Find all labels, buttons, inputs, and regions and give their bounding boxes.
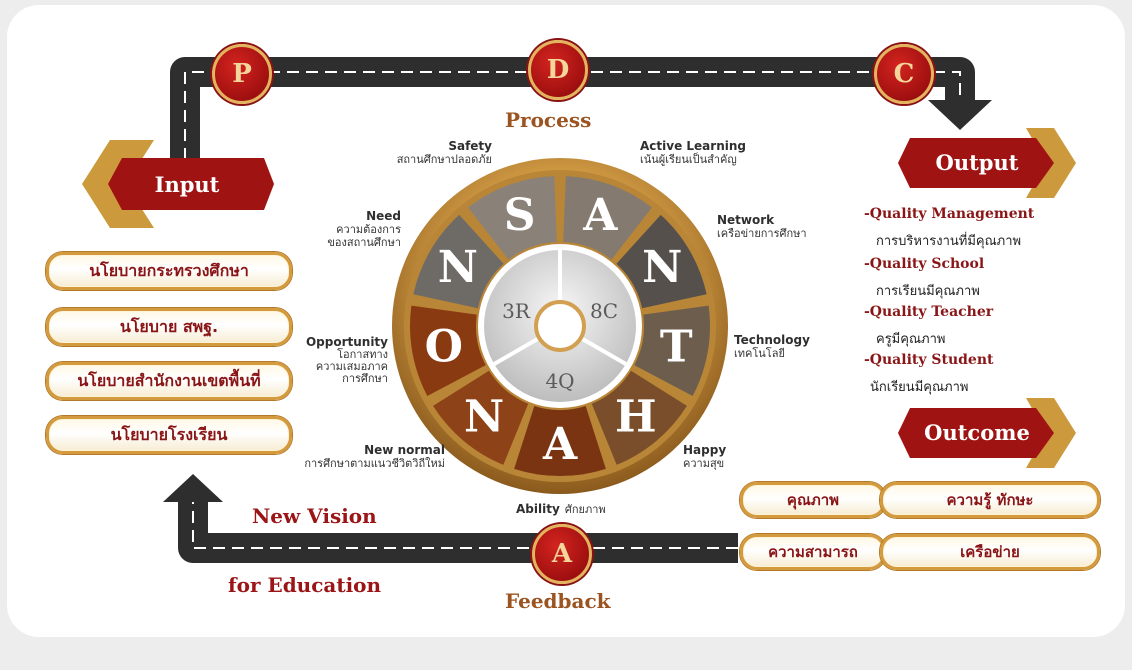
output-head: -Quality School (864, 256, 985, 272)
outcome-tag: Outcome (924, 419, 1030, 445)
active-learning-label: Active Learning (640, 139, 746, 153)
input-policy-pill: นโยบายโรงเรียน (46, 416, 292, 454)
opportunity-thai-3: การศึกษา (342, 372, 388, 385)
output-tag: Output (935, 149, 1019, 175)
inner-label: 3R (502, 299, 531, 323)
output-head: -Quality Management (864, 206, 1035, 222)
wheel-letter: O (425, 321, 463, 372)
outcome-pill: เครือข่าย (880, 534, 1100, 570)
badge-d: D (528, 40, 588, 100)
output-sub: การบริหารงานที่มีคุณภาพ (876, 234, 1022, 249)
input-policy-pill: นโยบายสำนักงานเขตพื้นที่ (46, 362, 292, 400)
output-sub: นักเรียนมีคุณภาพ (870, 380, 969, 395)
wheel-letter: N (464, 391, 504, 442)
outcome-tag-shape (898, 398, 1076, 468)
opportunity-thai-2: ความเสมอภาค (315, 360, 388, 373)
badge-p: P (212, 44, 272, 104)
need-thai-2: ของสถานศึกษา (327, 236, 401, 249)
opportunity-label: Opportunity (305, 335, 388, 349)
badge-p-letter: P (232, 59, 252, 89)
output-head: -Quality Student (864, 352, 994, 368)
inner-label: 4Q (545, 369, 574, 393)
ability-thai: ศักยภาพ (564, 503, 606, 516)
ability-label-group: Ability ศักยภาพ (516, 498, 606, 518)
wheel-segment (433, 370, 529, 465)
inner-label: 8C (590, 299, 618, 323)
badge-d-letter: D (546, 55, 570, 85)
badge-a-letter: A (551, 539, 573, 569)
badge-a: A (532, 524, 592, 584)
down-arrow-icon (928, 100, 992, 130)
wheel-letter: T (660, 321, 693, 372)
new-vision-text: New Vision (252, 504, 377, 528)
up-arrow-icon (163, 474, 223, 502)
happy-label: Happy (683, 443, 727, 457)
safety-label: Safety (448, 139, 492, 153)
new-normal-label: New normal (364, 443, 445, 457)
wheel-letter: A (582, 190, 618, 241)
output-sub: ครูมีคุณภาพ (876, 332, 946, 347)
output-sub: การเรียนมีคุณภาพ (876, 284, 980, 299)
ability-label: Ability (516, 502, 560, 516)
inner-divider (493, 336, 541, 366)
badge-c-letter: C (893, 59, 915, 89)
safety-thai: สถานศึกษาปลอดภัย (396, 153, 492, 166)
wheel-letter: N (642, 242, 682, 293)
output-head: -Quality Teacher (864, 304, 994, 320)
technology-label: Technology (734, 333, 810, 347)
badge-c: C (874, 44, 934, 104)
output-tag-shape (898, 128, 1076, 198)
input-tag: Input (154, 171, 220, 197)
active-learning-thai: เน้นผู้เรียนเป็นสำคัญ (640, 153, 737, 166)
network-thai: เครือข่ายการศึกษา (717, 227, 807, 240)
input-policy-pill: นโยบายกระทรวงศึกษา (46, 252, 292, 290)
input-tag-shape (82, 140, 274, 228)
wheel-hub (534, 300, 586, 352)
wheel-segment (563, 176, 652, 260)
wheel-letter: S (504, 190, 536, 241)
input-policy-pill: นโยบาย สพฐ. (46, 308, 292, 346)
wheel-segment (634, 305, 710, 396)
happy-thai: ความสุข (683, 457, 725, 470)
outcome-pill: ความรู้ ทักษะ (880, 482, 1100, 518)
network-label: Network (717, 213, 775, 227)
opportunity-thai-1: โอกาสทาง (337, 348, 388, 361)
feedback-title: Feedback (505, 589, 611, 613)
wheel-segment (591, 370, 687, 465)
for-education-text: for Education (228, 573, 382, 597)
wheel-letter: A (542, 419, 578, 470)
wheel-letter: H (615, 391, 657, 442)
new-normal-thai: การศึกษาตามแนวชีวิตวิถีใหม่ (304, 457, 445, 470)
technology-thai: เทคโนโลยี (734, 347, 785, 360)
inner-divider (579, 336, 627, 366)
outcome-pill: ความสามารถ (740, 534, 886, 570)
wheel-segment (468, 176, 557, 260)
outcome-pill: คุณภาพ (740, 482, 886, 518)
wheel-segment (514, 405, 606, 476)
wheel-segment (616, 214, 707, 309)
wheel-letter: N (438, 242, 478, 293)
need-thai-1: ความต้องการ (336, 223, 401, 236)
wheel-segment (410, 305, 486, 396)
process-title: Process (505, 108, 592, 132)
wheel-segment (413, 214, 504, 309)
need-label: Need (366, 209, 401, 223)
